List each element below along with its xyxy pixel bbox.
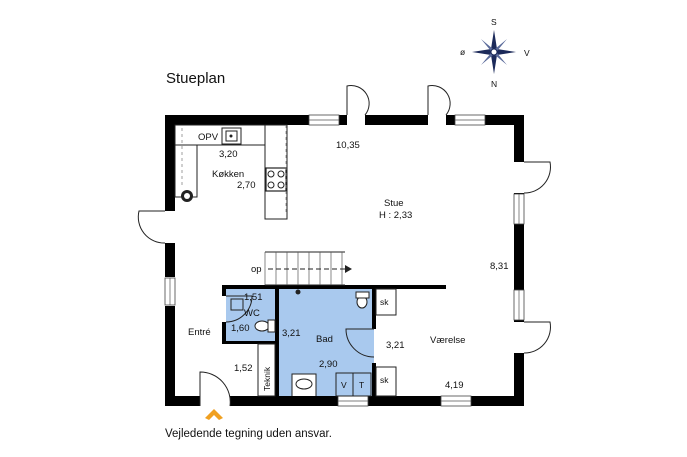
label-wc-depth: 1,60 <box>231 323 250 334</box>
label-kitchen-depth: 2,70 <box>237 180 256 191</box>
interior-walls <box>222 285 446 396</box>
interior-doors <box>225 295 375 358</box>
exterior-doors <box>137 85 551 407</box>
compass-south: S <box>491 17 497 27</box>
label-ceiling: H : 2,33 <box>379 210 412 221</box>
label-technical: Teknik <box>262 366 272 391</box>
closet-bottom <box>375 366 397 397</box>
label-opv: OPV <box>198 132 219 143</box>
label-bedroom-depth: 3,21 <box>386 340 405 351</box>
label-right-depth: 8,31 <box>490 261 509 272</box>
label-entry-width: 1,52 <box>234 363 253 374</box>
compass-rose-icon <box>472 30 516 74</box>
sanitary-fixtures <box>230 289 372 397</box>
technical-closet <box>257 343 276 397</box>
label-bath: Bad <box>316 334 333 345</box>
label-bath-width: 2,90 <box>319 359 338 370</box>
windows <box>164 114 525 407</box>
label-wc-width: 1,51 <box>244 292 263 303</box>
compass-north: N <box>491 79 497 89</box>
label-bath-depth: 3,21 <box>282 328 301 339</box>
label-entry: Entré <box>188 327 211 338</box>
label-closet-bottom: sk <box>380 375 389 385</box>
label-washer: V <box>341 380 347 390</box>
label-dryer: T <box>359 380 364 390</box>
label-bedroom-width: 4,19 <box>445 380 464 391</box>
label-closet-top: sk <box>380 297 389 307</box>
closet-top <box>375 288 397 316</box>
label-bedroom: Værelse <box>430 335 465 346</box>
staircase <box>264 251 352 286</box>
plan-title: Stueplan <box>166 70 225 87</box>
label-top-length: 10,35 <box>336 140 360 151</box>
compass-west: ø <box>460 47 465 57</box>
compass-east: V <box>524 48 530 58</box>
kitchen-counters <box>174 124 288 220</box>
entrance-arrow-icon <box>205 409 223 420</box>
label-kitchen-width: 3,20 <box>219 149 238 160</box>
label-kitchen: Køkken <box>212 169 244 180</box>
disclaimer-caption: Vejledende tegning uden ansvar. <box>165 428 332 440</box>
label-stairs: op <box>251 264 262 275</box>
label-wc: WC <box>244 308 260 319</box>
label-living: Stue <box>384 198 404 209</box>
